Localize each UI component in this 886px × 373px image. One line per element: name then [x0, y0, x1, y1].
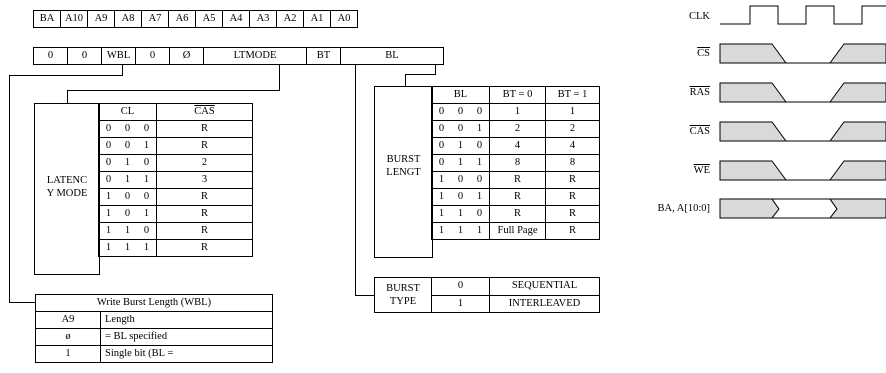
signal-label-clk: CLK: [689, 11, 710, 22]
mode-cell: 0: [33, 47, 68, 65]
latency-mode-label: LATENC Y MODE: [46, 175, 88, 199]
we-waveform: [719, 160, 886, 181]
burst-type-label: BURST TYPE: [374, 277, 432, 313]
addr-waveform-right: [828, 198, 886, 219]
addr-cell: A9: [87, 10, 115, 28]
cs-waveform: [719, 43, 886, 64]
addr-cell: A0: [330, 10, 358, 28]
address-bits-row: BA A10 A9 A8 A7 A6 A5 A4 A3 A2 A1 A0: [33, 10, 358, 28]
signal-label-addr: BA, A[10:0]: [657, 203, 711, 214]
mode-cell: WBL: [101, 47, 136, 65]
cas-waveform: [719, 121, 886, 142]
signal-label-we: WE: [693, 165, 710, 176]
mode-cell-bl: BL: [340, 47, 444, 65]
addr-cell: A8: [114, 10, 142, 28]
addr-cell: BA: [33, 10, 61, 28]
addr-waveform-mid: [770, 198, 838, 219]
signal-label-cs: CS: [697, 48, 710, 59]
signal-label-ras: RAS: [689, 87, 710, 98]
burst-length-label: BURST LENGT: [386, 154, 421, 178]
signal-label-cas: CAS: [689, 126, 710, 137]
burst-type-table: BURST TYPE 0 SEQUENTIAL 1 INTERLEAVED: [374, 277, 600, 313]
clk-waveform: [720, 5, 886, 25]
addr-cell: A4: [222, 10, 250, 28]
addr-waveform-left: [719, 198, 780, 219]
ras-waveform: [719, 82, 886, 103]
addr-cell: A6: [168, 10, 196, 28]
mode-register-row: 0 0 WBL 0 Ø LTMODE BT BL: [33, 47, 444, 65]
